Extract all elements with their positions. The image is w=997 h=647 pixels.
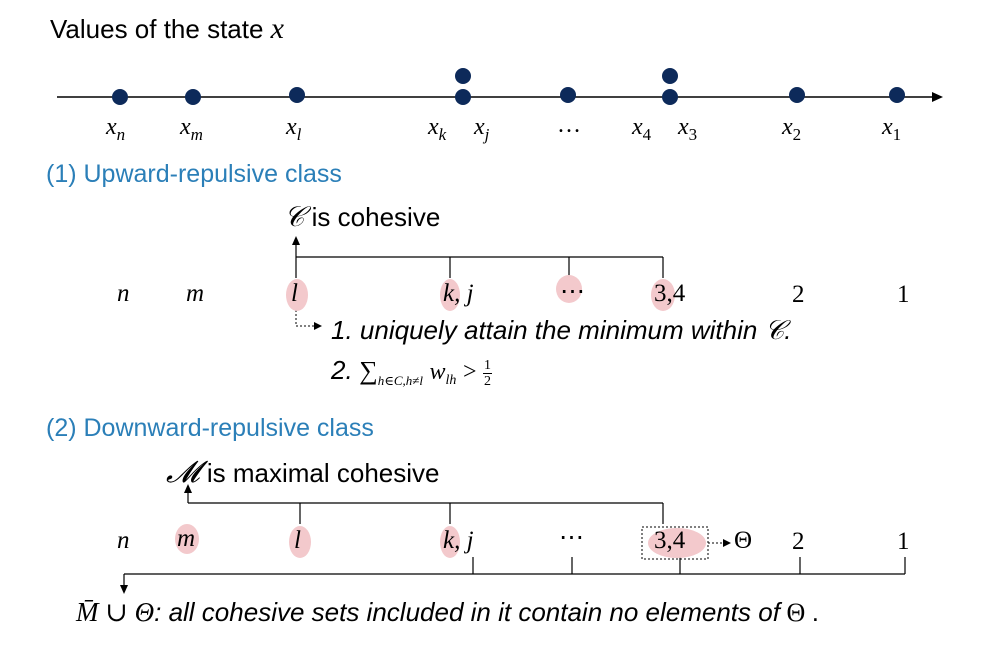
section1-set-label: 𝒞 is cohesive <box>284 202 441 233</box>
dot-xn <box>112 89 128 105</box>
dot-x2 <box>789 87 805 103</box>
label-xl: xl <box>286 114 302 144</box>
s2-index-l: l <box>294 527 301 554</box>
s1-index-ellipsis: ⋯ <box>560 278 585 305</box>
dot-x4 <box>662 68 678 84</box>
label-xj: xj <box>474 114 490 144</box>
s2-index-ellipsis: ⋯ <box>559 524 584 551</box>
section2-down-arrow <box>120 585 128 594</box>
title-variable: x <box>270 12 284 45</box>
s2-theta: Θ <box>734 527 753 554</box>
section2-bottom-bracket <box>123 557 906 586</box>
dot-x3 <box>662 89 678 105</box>
dot-xl <box>289 87 305 103</box>
label-xm: xm <box>180 114 203 144</box>
fraction: 1 2 <box>482 357 492 389</box>
state-dots <box>112 68 905 105</box>
label-xk: xk <box>428 114 447 144</box>
s1-index-2: 2 <box>792 281 805 308</box>
s2-index-2: 2 <box>792 528 805 555</box>
highlight-34 <box>648 528 706 558</box>
section1-condition1: 1. uniquely attain the minimum within 𝒞. <box>331 315 792 345</box>
s1-index-l: l <box>291 280 298 307</box>
section1-bracket <box>295 240 664 278</box>
s1-index-kj: k, j <box>443 280 474 307</box>
section1-condition2: 2. ∑h∈C,h≠l wlh > 1 2 <box>331 355 492 389</box>
s1-index-34: 3,4 <box>654 280 686 307</box>
label-x2: x2 <box>782 114 802 144</box>
section2-heading: (2) Downward-repulsive class <box>46 414 374 442</box>
highlight-l2 <box>289 526 311 558</box>
highlight-m <box>175 524 199 554</box>
highlight-k2 <box>440 526 460 558</box>
highlight-l <box>286 279 308 311</box>
label-x1: x1 <box>882 114 902 144</box>
dot-xk <box>455 68 471 84</box>
section1-heading: (1) Upward-repulsive class <box>46 160 342 188</box>
highlight-ellipsis <box>556 275 582 303</box>
s2-index-kj: k, j <box>443 527 474 554</box>
s1-index-m: m <box>186 280 205 307</box>
section2-top-bracket <box>187 488 664 524</box>
section2-up-arrow <box>184 484 192 493</box>
s1-index-n: n <box>117 280 130 307</box>
s1-index-1: 1 <box>897 281 910 308</box>
highlight-k <box>440 279 460 311</box>
dot-ellipsis <box>560 87 576 103</box>
section1-up-arrow <box>292 236 300 245</box>
label-x4: x4 <box>632 114 652 144</box>
s2-index-1: 1 <box>897 528 910 555</box>
dot-x1 <box>889 87 905 103</box>
s2-index-n: n <box>117 527 130 554</box>
s2-index-m: m <box>177 525 196 552</box>
section2-footer: M̄ ∪ Θ: all cohesive sets included in it… <box>76 597 819 627</box>
label-xn: xn <box>106 114 126 144</box>
highlight-3 <box>651 279 675 311</box>
theta-arrow <box>723 539 731 547</box>
title-text: Values of the state <box>50 14 264 44</box>
section2-set-label: 𝓜 is maximal cohesive <box>166 456 440 489</box>
label-x3: x3 <box>678 114 698 144</box>
axis-arrowhead <box>932 92 943 102</box>
section1-dotted-arrow <box>314 322 322 330</box>
diagram-title: Values of the state x <box>50 12 284 46</box>
dot-xm <box>185 89 201 105</box>
label-ellipsis: … <box>557 112 581 138</box>
dot-xj <box>455 89 471 105</box>
s2-index-34: 3,4 <box>654 527 686 554</box>
section1-dotted-connector <box>295 306 315 327</box>
